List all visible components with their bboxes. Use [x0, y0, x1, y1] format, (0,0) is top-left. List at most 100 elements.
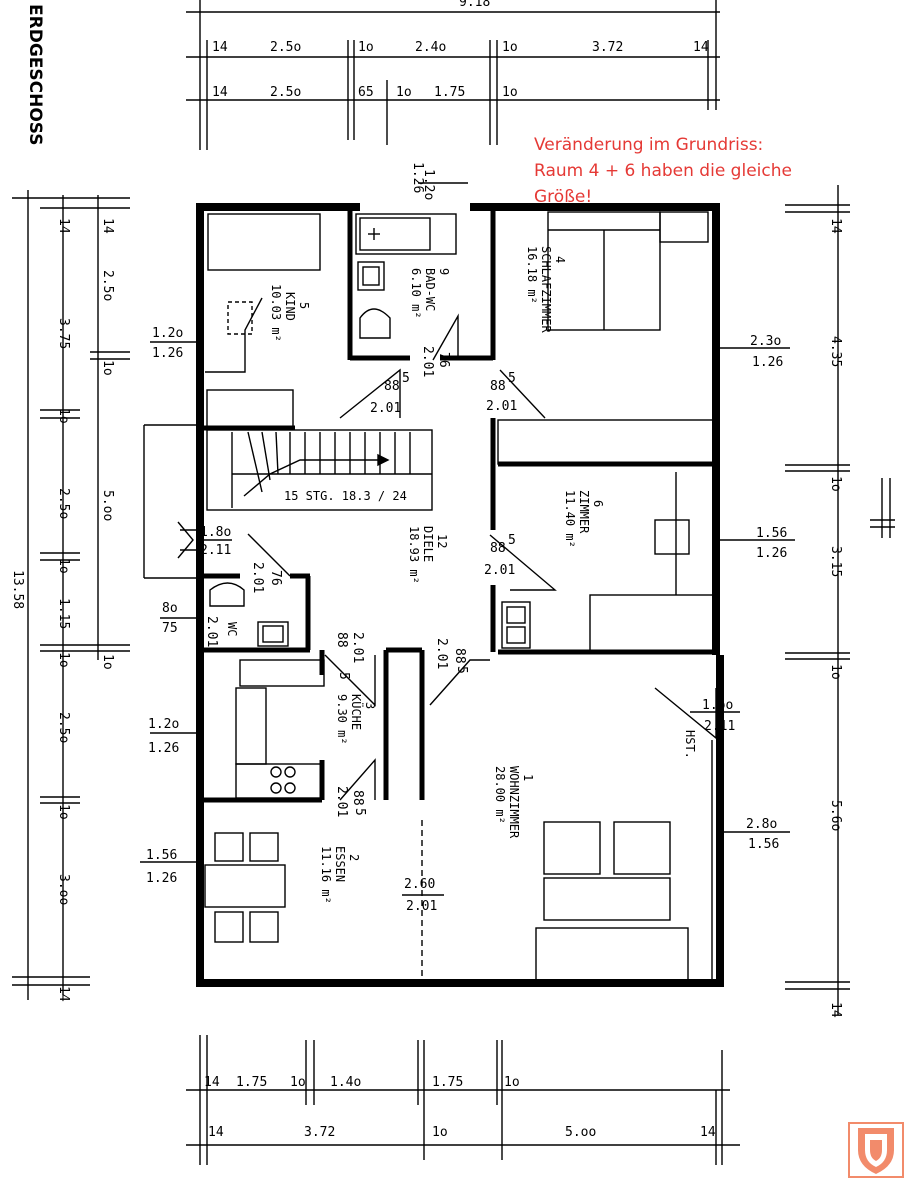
left-dimension-labels: 13.58 14 3.75 1o 2.5o 1o 1.15 1o 2.5o 1o…: [10, 218, 115, 1002]
door-1-height: 2.01: [486, 399, 517, 414]
door-3-width: 88: [334, 632, 349, 648]
dim-left-mid-10: 14: [56, 986, 71, 1002]
svg-text:9.30 m²: 9.30 m²: [335, 694, 349, 745]
dim-left-inner-3: 5.oo: [100, 490, 115, 521]
door-4-height: 2.01: [434, 638, 449, 669]
dim-bottom-2-1: 3.72: [304, 1125, 335, 1140]
door-7-width: 76: [268, 570, 283, 586]
opening-9-width: 1.8o: [200, 525, 231, 540]
opening-7-width: 2.8o: [746, 817, 777, 832]
opening-4-height: 1.26: [752, 355, 783, 370]
dim-right-3: 3.15: [828, 546, 843, 577]
opening-3-height: 1.26: [146, 871, 177, 886]
dim-top-2-1: 2.5o: [270, 85, 301, 100]
dim-bottom-1-1: 1.75: [236, 1075, 267, 1090]
dim-top-2-4: 1.75: [434, 85, 465, 100]
bottom-dimension-labels: 14 1.75 1o 1.4o 1.75 1o 14 3.72 1o 5.oo …: [204, 1075, 716, 1140]
door-5-width: 88: [350, 790, 365, 806]
svg-text:11.40 m²: 11.40 m²: [563, 490, 577, 548]
door-7-height: 2.01: [250, 562, 265, 593]
room-12-label: 12 DIELE 18.93 m²: [407, 526, 449, 584]
svg-text:KÜCHE: KÜCHE: [349, 694, 365, 730]
svg-text:6.10 m²: 6.10 m²: [409, 268, 423, 319]
stairs-label: 15 STG. 18.3 / 24: [284, 489, 407, 503]
opening-labels: 1.2o 1.26 1.2o 1.26 1.2o 1.56 1.26 2.3o …: [146, 162, 787, 914]
door-8-height: 2.01: [204, 616, 219, 647]
dim-top-1-6: 14: [693, 40, 709, 55]
dim-left-mid-3: 2.5o: [56, 488, 71, 519]
door-labels: 88 5 2.01 88 5 2.01 88 5 2.01 88 2.01 5 …: [204, 346, 517, 817]
dim-overall-width: 9.18: [459, 0, 490, 10]
svg-text:6: 6: [591, 500, 605, 507]
dim-left-mid-8: 1o: [56, 804, 71, 820]
door-3-height: 2.01: [484, 563, 515, 578]
dim-bottom-2-2: 1o: [432, 1125, 448, 1140]
svg-text:9: 9: [437, 268, 451, 275]
opening-2-width: 1.2o: [421, 169, 436, 200]
svg-text:BAD-WC: BAD-WC: [423, 268, 437, 311]
dim-left-mid-2: 1o: [56, 408, 71, 424]
door-2-width: 88: [490, 541, 506, 556]
door-3-h: 2.01: [350, 632, 365, 663]
opening-0-width: 1.2o: [152, 326, 183, 341]
change-note: Veränderung im Grundriss: Raum 4 + 6 hab…: [534, 132, 834, 210]
opening-4-width: 2.3o: [750, 334, 781, 349]
right-dimension-labels: 14 4.35 1o 3.15 1o 5.6o 14: [828, 218, 843, 1018]
dim-top-1-3: 2.4o: [415, 40, 446, 55]
dim-top-1-0: 14: [212, 40, 228, 55]
door-0-sup: 5: [402, 371, 410, 386]
dim-top-1-2: 1o: [358, 40, 374, 55]
change-note-line-3: Größe!: [534, 187, 593, 207]
floor-title: ERDGESCHOSS: [25, 4, 45, 146]
svg-text:5: 5: [297, 302, 311, 309]
svg-text:28.00 m²: 28.00 m²: [493, 766, 507, 824]
svg-text:12: 12: [435, 534, 449, 548]
change-note-line-1: Veränderung im Grundriss:: [534, 135, 764, 155]
dim-right-0: 14: [828, 218, 843, 234]
door-3-sup: 5: [336, 672, 351, 680]
dim-top-2-2: 65: [358, 85, 374, 100]
opening-2-height: 1.26: [410, 162, 425, 193]
change-note-line-2: Raum 4 + 6 haben die gleiche: [534, 161, 792, 181]
svg-text:11.16 m²: 11.16 m²: [319, 846, 333, 904]
dim-left-mid-5: 1.15: [56, 598, 71, 629]
opening-6-width: 1.oo: [702, 698, 733, 713]
door-6-width: 76: [436, 352, 451, 368]
svg-text:SCHLAFZIMMER: SCHLAFZIMMER: [539, 246, 553, 333]
dim-top-2-5: 1o: [502, 85, 518, 100]
dim-top-2-0: 14: [212, 85, 228, 100]
door-1-width: 88: [490, 379, 506, 394]
dim-left-inner-0: 14: [100, 218, 115, 234]
dim-bottom-1-2: 1o: [290, 1075, 306, 1090]
dim-left-mid-0: 14: [56, 218, 71, 234]
dim-bottom-1-3: 1.4o: [330, 1075, 361, 1090]
opening-3-width: 1.56: [146, 848, 177, 863]
opening-10-width: 2.60: [404, 877, 435, 892]
dim-top-1-4: 1o: [502, 40, 518, 55]
dim-bottom-1-0: 14: [204, 1075, 220, 1090]
dim-right-4: 1o: [828, 664, 843, 680]
dim-left-inner-1: 2.5o: [100, 270, 115, 301]
svg-text:ZIMMER: ZIMMER: [577, 490, 591, 534]
room-2-label: 2 ESSEN 11.16 m²: [319, 846, 361, 904]
dim-left-inner-2: 1o: [100, 360, 115, 376]
door-0-height: 2.01: [370, 401, 401, 416]
room-labels: 5 KIND 10.03 m² 9 BAD-WC 6.10 m² 4 SCHLA…: [225, 246, 697, 904]
svg-text:WOHNZIMMER: WOHNZIMMER: [507, 766, 521, 839]
dim-bottom-2-4: 14: [700, 1125, 716, 1140]
opening-9-height: 2.11: [200, 543, 231, 558]
opening-8-height: 75: [162, 621, 178, 636]
dim-left-mid-4: 1o: [56, 558, 71, 574]
opening-1-height: 1.26: [148, 741, 179, 756]
dim-left-mid-6: 1o: [56, 652, 71, 668]
svg-text:16.18 m²: 16.18 m²: [525, 246, 539, 304]
room-1-label: 1 WOHNZIMMER 28.00 m²: [493, 766, 535, 839]
opening-7-height: 1.56: [748, 837, 779, 852]
fixtures: [143, 211, 717, 981]
svg-text:DIELE: DIELE: [421, 526, 435, 562]
door-6-height: 2.01: [420, 346, 435, 377]
dim-left-overall: 13.58: [10, 570, 25, 609]
dim-right-5: 5.6o: [828, 800, 843, 831]
shield-logo-icon: [848, 1122, 904, 1178]
door-1-sup: 5: [508, 371, 516, 386]
